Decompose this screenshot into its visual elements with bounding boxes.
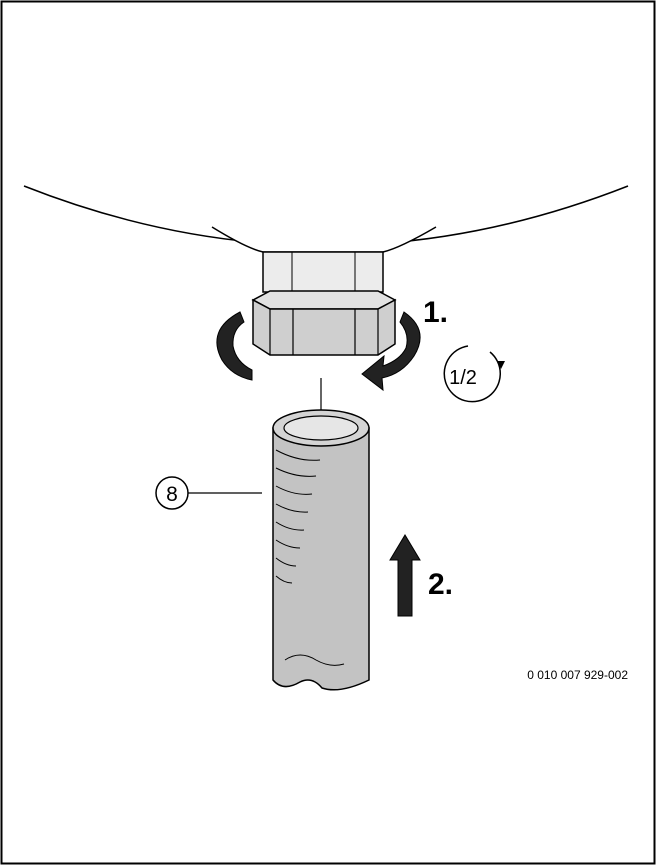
- callout-label: 8: [166, 483, 178, 506]
- pipe: [272, 409, 370, 691]
- half-turn-indicator: 1/2: [443, 345, 505, 403]
- hex-nut: [251, 290, 397, 356]
- half-turn-circle-icon: [443, 345, 501, 403]
- callout-8: 8: [155, 476, 262, 510]
- right-rotation-arrow: [361, 311, 421, 392]
- left-rotation-arrow: [216, 311, 253, 381]
- rotation-label: 1/2: [449, 367, 477, 389]
- figure-id: 0 010 007 929-002: [527, 668, 628, 682]
- step-1-label: 1.: [423, 296, 448, 329]
- step-2-label: 2.: [428, 568, 453, 601]
- pipe-scale-marks: [275, 449, 321, 584]
- half-turn-arrowhead-icon: [497, 361, 505, 369]
- up-arrow-icon: [389, 534, 421, 617]
- rotation-arrows: [216, 311, 421, 392]
